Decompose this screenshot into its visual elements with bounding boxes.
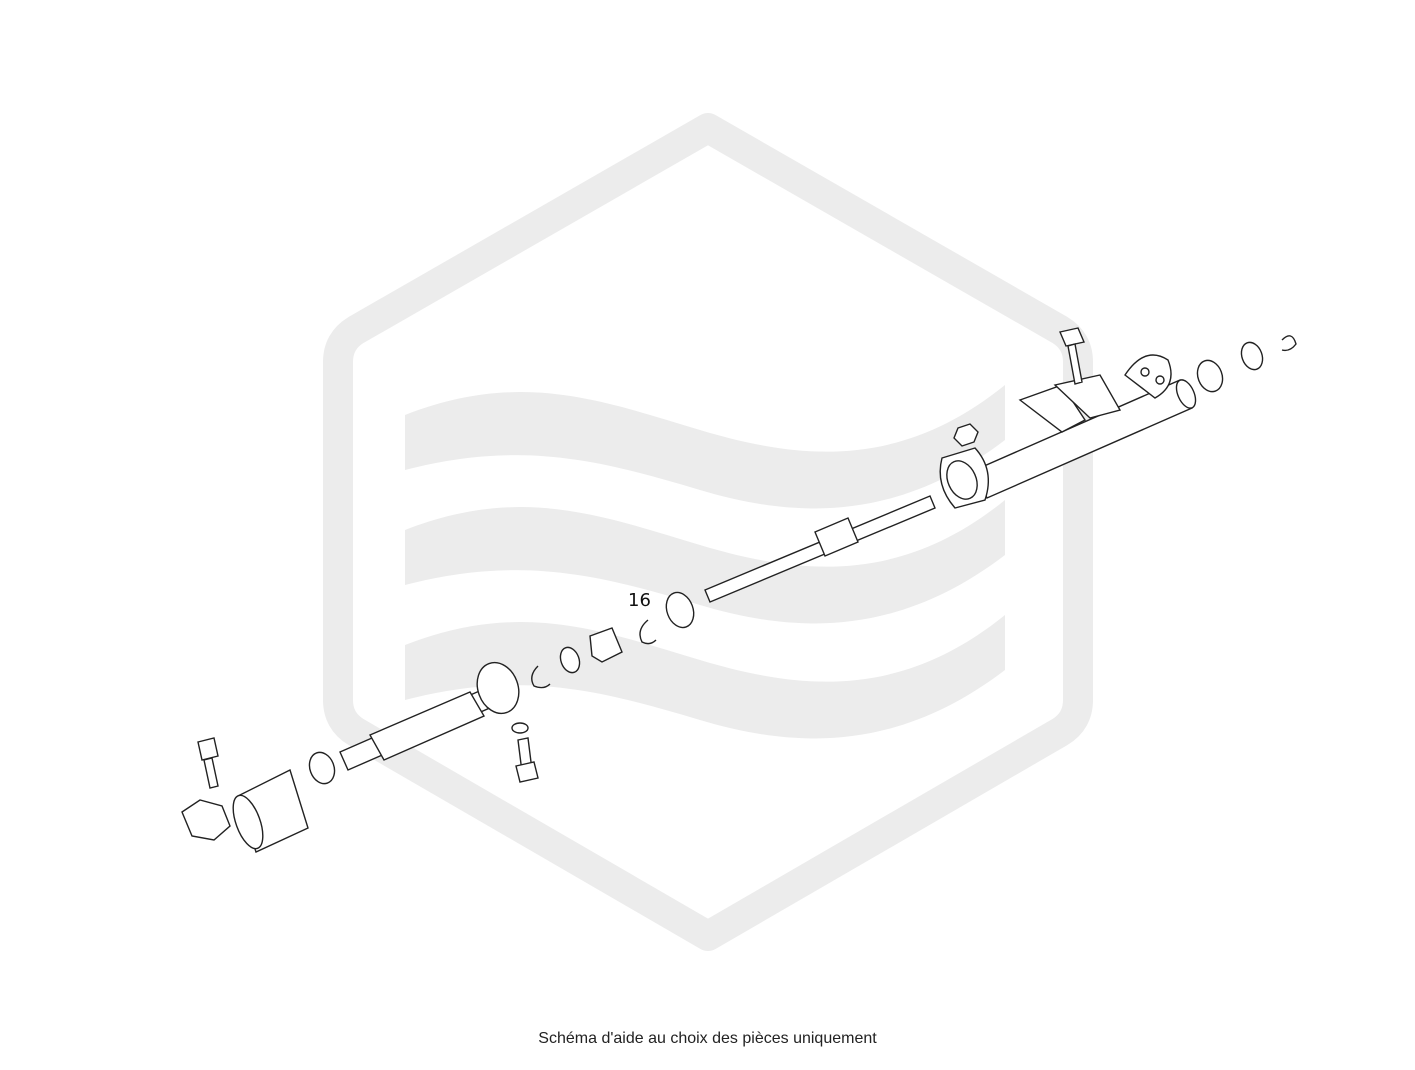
hex-nut: [953, 423, 979, 447]
left-bolt: [197, 737, 219, 789]
top-bolt: [1059, 327, 1085, 385]
worm-gear-rack: [339, 661, 520, 771]
steering-parts: [181, 327, 1297, 853]
center-bolt: [511, 722, 539, 783]
end-bushings: [1196, 335, 1297, 393]
brand-logo-watermark: [323, 113, 1093, 951]
callout-16: 16: [628, 590, 651, 611]
circlip: [639, 619, 657, 645]
spacer-ring: [308, 751, 336, 785]
boot-bellows: [232, 769, 309, 853]
callouts: 16: [628, 590, 651, 611]
washer: [559, 646, 581, 674]
housing-tube: [939, 354, 1197, 509]
disclaimer-caption: Schéma d'aide au choix des pièces unique…: [538, 1030, 877, 1047]
end-knob: [181, 799, 231, 841]
input-shaft: [704, 495, 936, 603]
snap-ring: [531, 665, 551, 689]
seal-ring: [665, 591, 695, 629]
bearing-nut: [589, 627, 623, 663]
